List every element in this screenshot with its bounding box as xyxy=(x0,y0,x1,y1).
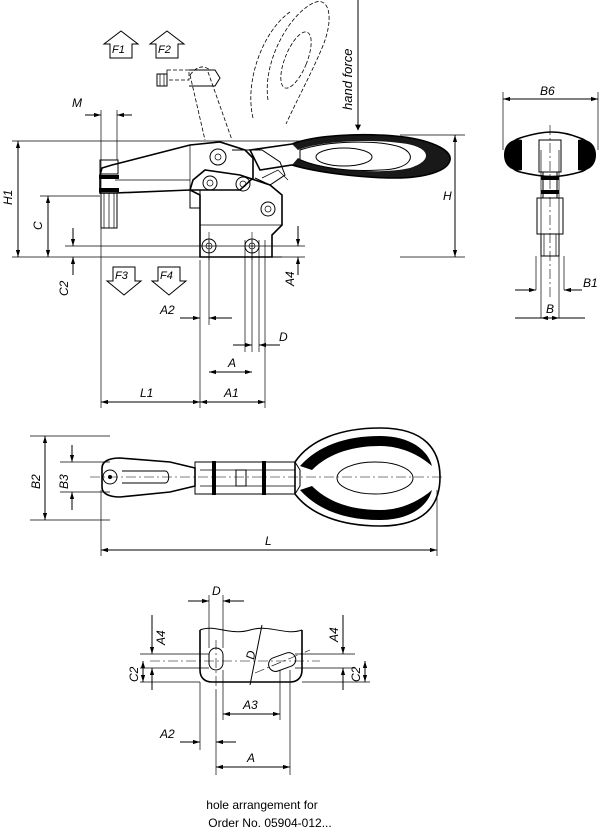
dim-a4-hole-right-label: A4 xyxy=(327,627,341,643)
dim-a1-label: A1 xyxy=(223,386,239,400)
dim-a3-label: A3 xyxy=(242,698,258,712)
caption-line-1: hole arrangement for xyxy=(206,798,317,812)
force-f2-label: F2 xyxy=(158,44,171,56)
dim-b3-label: B3 xyxy=(57,474,71,489)
clamping-arm xyxy=(99,141,254,194)
force-f4-label: F4 xyxy=(160,270,173,282)
dim-b1-label: B1 xyxy=(583,276,598,290)
front-view: B6 B1 B xyxy=(502,84,599,321)
spindle-ghost xyxy=(156,69,221,87)
dim-m-label: M xyxy=(72,96,82,110)
force-f4: F4 xyxy=(150,266,188,296)
base-body xyxy=(189,148,289,258)
open-handle-ghost xyxy=(189,1,330,141)
dim-c2-hole-left-label: C2 xyxy=(127,666,141,682)
force-f3-label: F3 xyxy=(115,270,129,282)
dim-d-angled-label: D xyxy=(243,649,258,660)
dim-a2-hole-label: A2 xyxy=(159,727,175,741)
dim-a-label: A xyxy=(227,356,236,370)
side-view: hand force F1 F2 F3 F4 xyxy=(1,0,465,408)
dim-c2-label: C2 xyxy=(57,280,71,296)
caption-line-2: Order No. 05904-012... xyxy=(208,816,331,830)
dim-c-label: C xyxy=(31,221,45,230)
dim-l-label: L xyxy=(265,534,272,548)
dim-a-hole-label: A xyxy=(246,751,255,765)
dim-h-label: H xyxy=(443,189,452,203)
spindle xyxy=(99,159,119,229)
handle-lever xyxy=(248,133,451,179)
dim-d-label: D xyxy=(279,330,288,344)
top-view: B2 B3 L xyxy=(29,427,445,556)
force-f2: F2 xyxy=(148,30,186,59)
dim-d-hole-label: D xyxy=(212,584,221,598)
dim-h1-label: H1 xyxy=(1,190,15,205)
dim-a4-label: A4 xyxy=(283,271,297,287)
hand-force-arrow: hand force xyxy=(340,0,361,131)
dim-a2-label: A2 xyxy=(159,303,175,317)
dim-b-label: B xyxy=(546,302,554,316)
dim-a4-hole-left-label: A4 xyxy=(154,630,168,646)
dim-b2-label: B2 xyxy=(29,474,43,489)
dim-c2-hole-right-label: C2 xyxy=(349,666,363,682)
dim-b6-label: B6 xyxy=(540,84,555,98)
dim-l1-label: L1 xyxy=(140,386,153,400)
hand-force-label: hand force xyxy=(340,49,355,110)
hole-arrangement: D A4 C2 D A4 C2 A3 A2 xyxy=(127,584,370,775)
force-f1: F1 xyxy=(102,30,140,59)
force-f3: F3 xyxy=(105,266,143,296)
force-f1-label: F1 xyxy=(112,44,125,56)
